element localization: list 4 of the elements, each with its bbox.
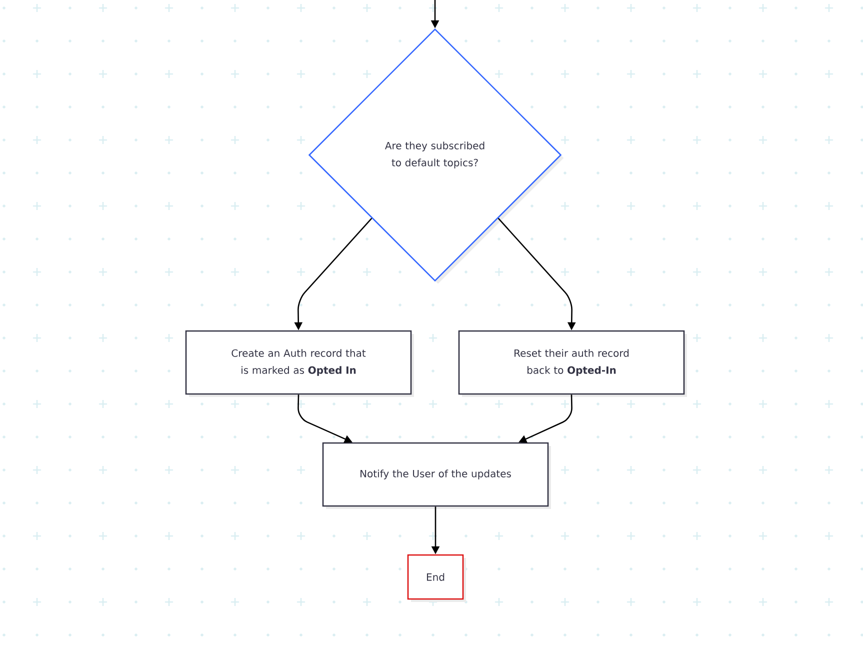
process-box: Notify the User of the updates xyxy=(322,442,551,509)
process-box: Reset their auth record back to Opted-In xyxy=(458,330,687,397)
process-box: Create an Auth record that is marked as Opted In xyxy=(185,330,414,397)
end-box: End xyxy=(407,554,466,602)
